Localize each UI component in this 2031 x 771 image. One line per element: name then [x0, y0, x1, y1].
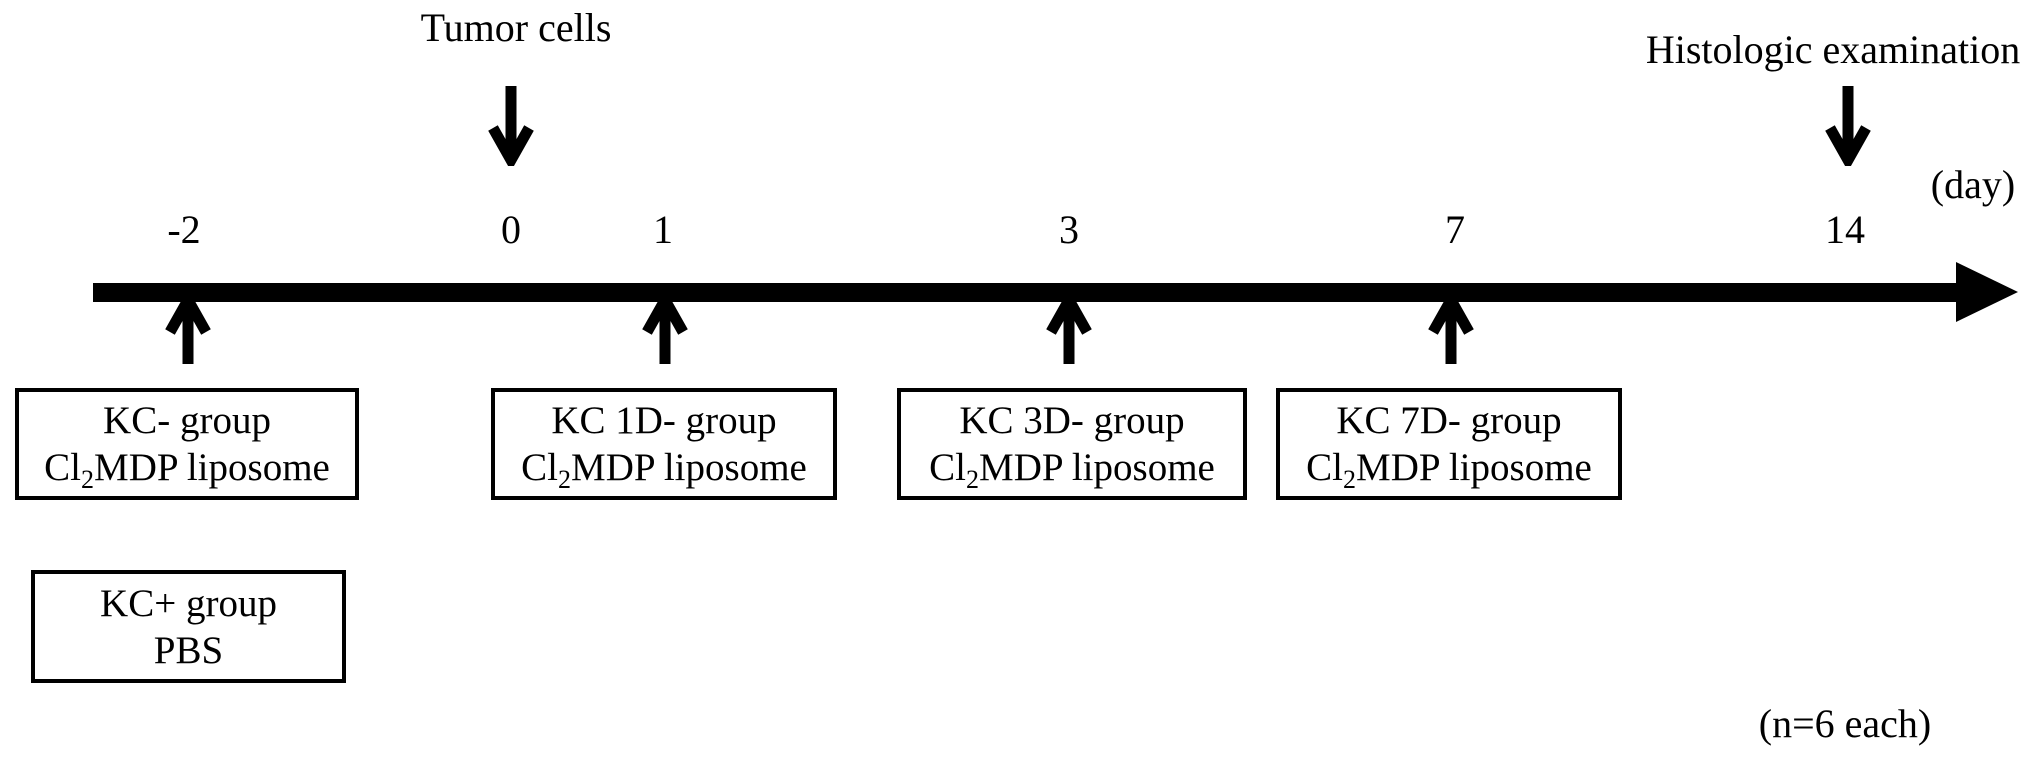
group-name: KC 3D- group [959, 399, 1185, 442]
day-label-minus2: -2 [167, 207, 201, 252]
agent-prefix: Cl [929, 446, 967, 489]
day-label-3: 3 [1059, 207, 1079, 252]
group-agent: Cl2MDP liposome [44, 444, 330, 494]
day-label-1: 1 [653, 207, 673, 252]
day-label-14: 14 [1825, 207, 1865, 252]
agent-suffix: MDP liposome [1356, 446, 1592, 489]
group-box-kc-3d: KC 3D- group Cl2MDP liposome [897, 388, 1247, 500]
agent-suffix: MDP liposome [979, 446, 1215, 489]
injection-up-arrow-icon-day-minus2 [165, 294, 211, 364]
group-agent: Cl2MDP liposome [1306, 444, 1592, 494]
injection-up-arrow-icon-day-3 [1046, 294, 1092, 364]
agent-suffix: MDP liposome [571, 446, 807, 489]
histologic-down-arrow-icon [1825, 86, 1871, 166]
agent-subscript: 2 [81, 465, 95, 494]
group-name: KC- group [103, 399, 271, 442]
group-name: KC+ group [100, 581, 277, 625]
group-box-kc-plus: KC+ group PBS [31, 570, 346, 683]
day-unit-label: (day) [1930, 162, 2016, 207]
timeline-arrowhead-icon [1956, 262, 2018, 322]
group-name: KC 7D- group [1336, 399, 1562, 442]
group-box-kc-1d: KC 1D- group Cl2MDP liposome [491, 388, 837, 500]
agent-subscript: 2 [558, 465, 572, 494]
group-box-kc-7d: KC 7D- group Cl2MDP liposome [1276, 388, 1622, 500]
injection-up-arrow-icon-day-1 [642, 294, 688, 364]
sample-size-note: (n=6 each) [1758, 701, 1932, 746]
agent-prefix: Cl [44, 446, 82, 489]
agent-subscript: 2 [966, 465, 980, 494]
day-label-7: 7 [1445, 207, 1465, 252]
group-agent: Cl2MDP liposome [929, 444, 1215, 494]
tumor-cells-label: Tumor cells [420, 5, 612, 50]
histologic-examination-label: Histologic examination [1645, 27, 2021, 72]
group-box-kc-minus: KC- group Cl2MDP liposome [15, 388, 359, 500]
agent-subscript: 2 [1343, 465, 1357, 494]
timeline-bar [93, 283, 1959, 302]
agent-suffix: MDP liposome [94, 446, 330, 489]
day-label-0: 0 [501, 207, 521, 252]
injection-up-arrow-icon-day-7 [1428, 294, 1474, 364]
agent-prefix: Cl [1306, 446, 1344, 489]
agent-prefix: Cl [521, 446, 559, 489]
group-agent: PBS [153, 628, 224, 672]
tumor-cells-down-arrow-icon [488, 86, 534, 166]
group-agent: Cl2MDP liposome [521, 444, 807, 494]
group-name: KC 1D- group [551, 399, 777, 442]
